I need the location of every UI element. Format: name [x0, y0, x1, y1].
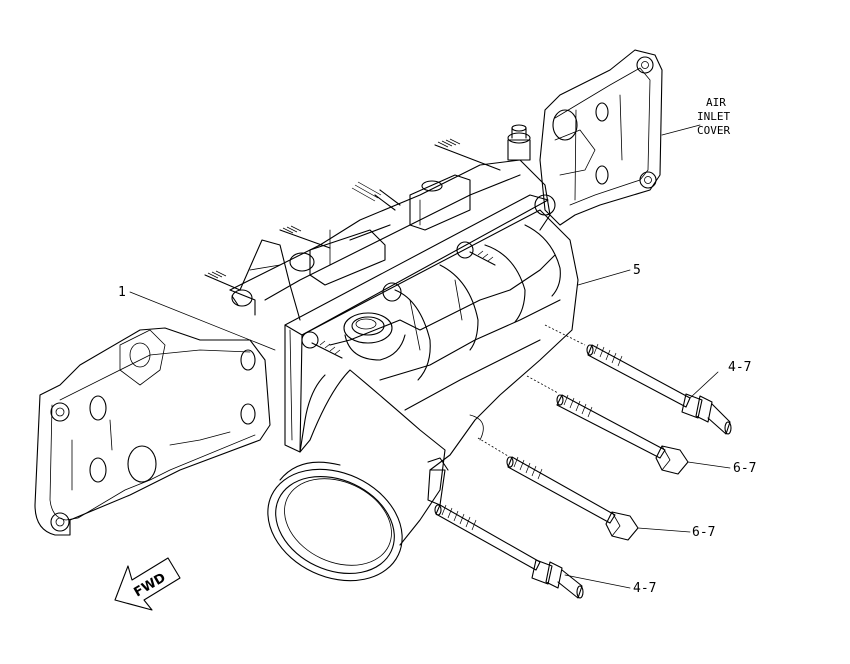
callout-4-7-upper: 4-7	[728, 360, 751, 375]
air-inlet-cover-label-line3: COVER	[697, 124, 730, 137]
callout-6-7-lower: 6-7	[692, 525, 715, 540]
air-inlet-cover-label-line1: AIR	[706, 96, 726, 109]
right-end-flange	[539, 49, 663, 226]
arrow-left-icon	[114, 557, 181, 611]
callout-5: 5	[633, 263, 641, 278]
fwd-direction-arrow: FWD	[114, 557, 181, 611]
left-end-flange	[34, 327, 271, 536]
callout-1: 1	[118, 285, 126, 300]
bolt-6-7-lower	[477, 437, 639, 541]
air-inlet-cover-label-line2: INLET	[697, 110, 730, 123]
leader-lines	[129, 124, 731, 589]
manifold-body	[204, 124, 579, 546]
callout-6-7-upper: 6-7	[733, 461, 756, 476]
bolt-4-7-upper	[544, 324, 732, 435]
bolt-4-7-lower	[434, 504, 584, 599]
callout-4-7-lower: 4-7	[633, 581, 656, 596]
bolt-6-7-upper	[526, 375, 689, 475]
outlet-port	[267, 461, 403, 582]
